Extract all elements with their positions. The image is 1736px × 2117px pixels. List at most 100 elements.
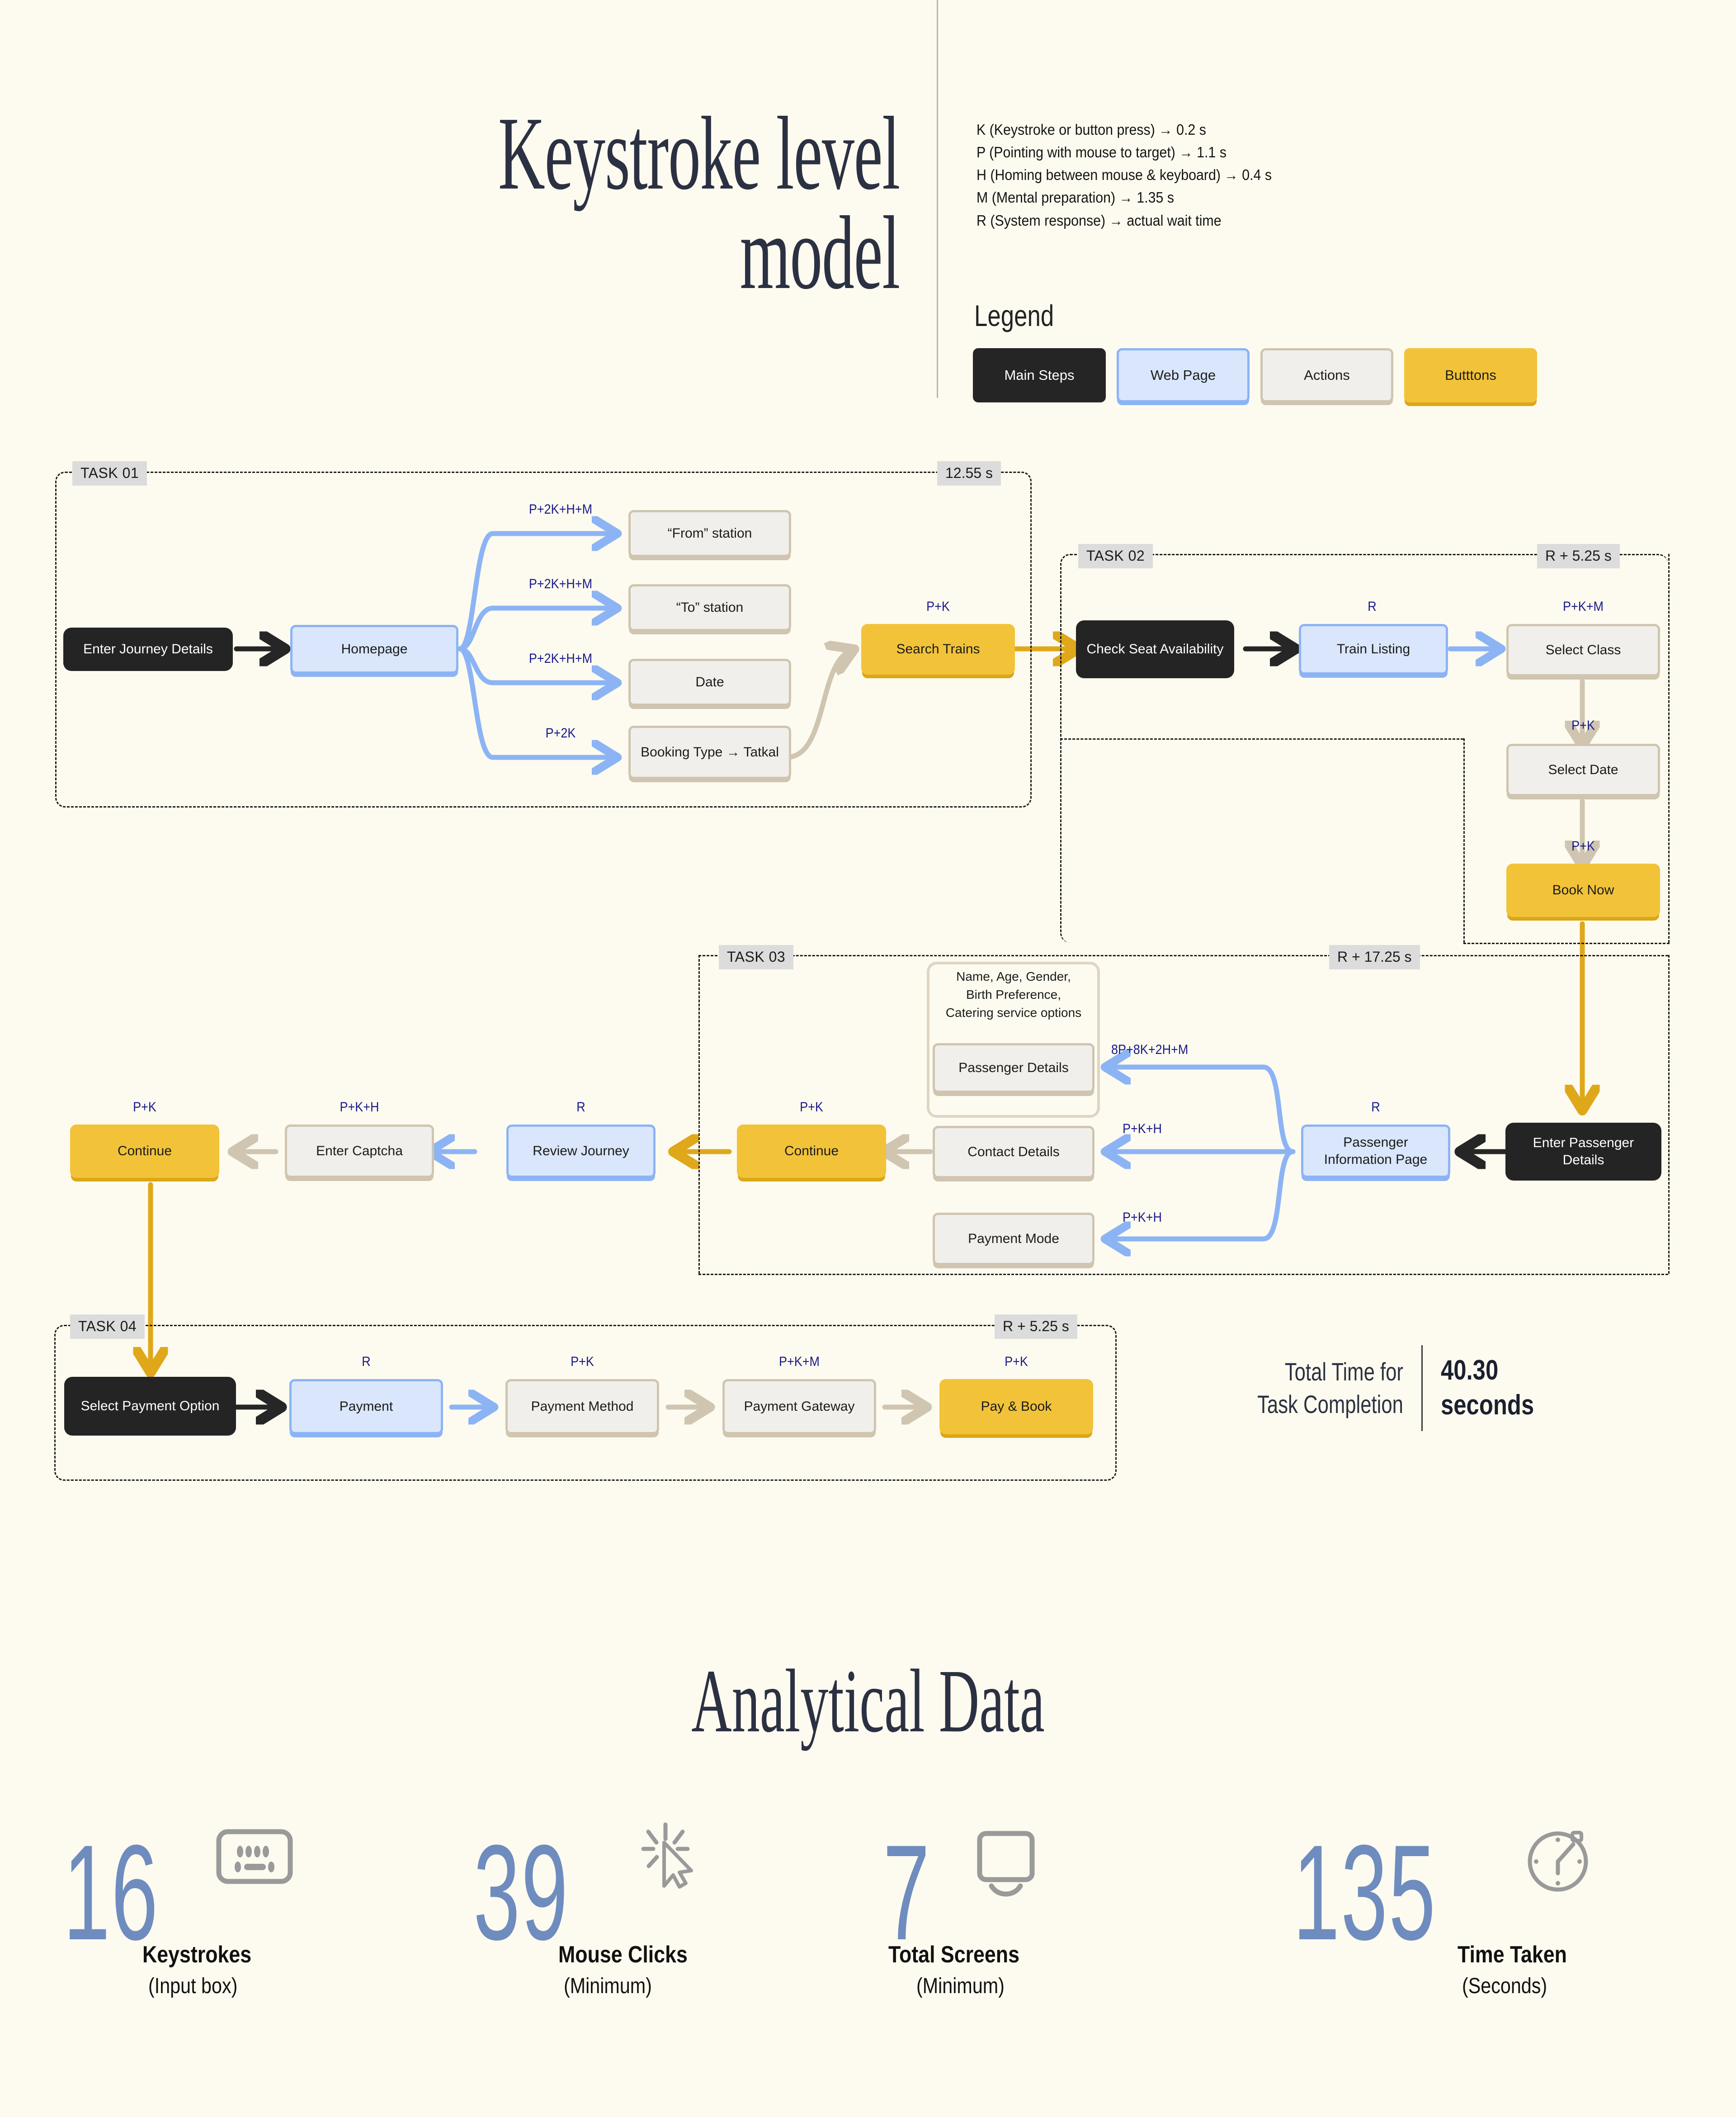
legend-item-buttons: Butttons	[1404, 348, 1537, 402]
stat-mouse-clicks-number: 39	[473, 1816, 569, 1968]
node-booking-type[interactable]: Booking Type → Tatkal	[628, 726, 791, 779]
op-label-booking-type: P+2K	[545, 726, 576, 741]
node-check-seat-availability[interactable]: Check Seat Availability	[1076, 620, 1234, 678]
node-payment-mode[interactable]: Payment Mode	[933, 1213, 1094, 1265]
stat-total-screens-label: Total Screens	[888, 1942, 1020, 1968]
total-time-value: 40.30 seconds	[1440, 1355, 1534, 1421]
op-label-review-journey: R	[576, 1100, 585, 1115]
operator-def-k: K (Keystroke or button press) → 0.2 s	[976, 121, 1206, 138]
analytical-stats: 16 Keystrokes (Input box) 39	[63, 1816, 1673, 2019]
task-03-time: R + 17.25 s	[1329, 945, 1420, 969]
legend-item-web-page: Web Page	[1117, 348, 1250, 402]
task-02-container-step	[1463, 738, 1465, 943]
node-contact-details[interactable]: Contact Details	[933, 1126, 1094, 1178]
op-label-payment-method: P+K	[571, 1354, 594, 1369]
task-02-container-bottom2	[1463, 943, 1670, 944]
node-pay-and-book[interactable]: Pay & Book	[939, 1379, 1093, 1434]
node-continue-left[interactable]: Continue	[70, 1125, 219, 1178]
task-02-container-edge-right	[1668, 554, 1670, 943]
op-label-continue-mid: P+K	[800, 1100, 823, 1115]
op-label-contact-details: P+K+H	[1123, 1121, 1162, 1136]
stat-total-screens-sub: (Minimum)	[916, 1974, 1005, 1998]
task-04-time: R + 5.25 s	[995, 1314, 1077, 1339]
node-review-journey[interactable]: Review Journey	[506, 1125, 656, 1178]
stat-time-taken-number: 135	[1293, 1816, 1437, 1968]
stat-keystrokes-sub: (Input box)	[148, 1974, 238, 1998]
node-passenger-information-page[interactable]: Passenger Information Page	[1301, 1125, 1450, 1178]
node-train-listing[interactable]: Train Listing	[1299, 624, 1448, 675]
operator-def-p: P (Pointing with mouse to target) → 1.1 …	[976, 144, 1227, 161]
task-01-container	[55, 472, 1032, 808]
op-label-from-station: P+2K+H+M	[528, 502, 593, 517]
op-label-search-trains: P+K	[926, 599, 950, 614]
op-label-date: P+2K+H+M	[528, 651, 593, 666]
node-payment-method[interactable]: Payment Method	[505, 1379, 659, 1434]
node-homepage[interactable]: Homepage	[290, 625, 458, 674]
legend-item-actions: Actions	[1260, 348, 1393, 402]
task-02-container-edge-bottom	[1060, 738, 1463, 740]
op-label-continue-left: P+K	[133, 1100, 156, 1115]
op-label-train-listing: R	[1368, 599, 1377, 614]
task-03-container-right	[1668, 955, 1670, 1274]
op-label-passenger-details: 8P+8K+2H+M	[1111, 1042, 1189, 1057]
node-from-station[interactable]: “From” station	[628, 510, 791, 557]
task-04-tag: TASK 04	[70, 1314, 145, 1339]
stat-total-screens-number: 7	[883, 1816, 931, 1968]
stat-time-taken: 135 Time Taken (Seconds)	[1293, 1824, 1673, 2019]
op-label-payment-gateway: P+K+M	[778, 1354, 820, 1369]
stat-mouse-clicks-label: Mouse Clicks	[558, 1942, 688, 1968]
op-label-payment-mode: P+K+H	[1123, 1210, 1162, 1225]
task-03-container-left	[698, 955, 700, 1274]
stat-total-screens: 7 Total Screens (Minimum)	[883, 1824, 1263, 2019]
cursor-click-icon	[632, 1819, 699, 1894]
task-02-time: R + 5.25 s	[1537, 544, 1620, 568]
op-label-payment: R	[362, 1354, 371, 1369]
node-book-now[interactable]: Book Now	[1506, 864, 1660, 917]
operator-def-r: R (System response) → actual wait time	[976, 212, 1222, 229]
task-02-container	[1060, 554, 1668, 943]
legend: Main Steps Web Page Actions Butttons	[973, 348, 1537, 402]
passenger-details-note: Name, Age, Gender, Birth Preference, Cat…	[945, 969, 1082, 1020]
node-select-payment-option[interactable]: Select Payment Option	[64, 1377, 236, 1436]
stat-mouse-clicks-sub: (Minimum)	[563, 1974, 652, 1998]
node-search-trains[interactable]: Search Trains	[861, 624, 1015, 675]
total-time-divider	[1421, 1345, 1423, 1431]
node-select-class[interactable]: Select Class	[1506, 624, 1660, 676]
node-enter-captcha[interactable]: Enter Captcha	[285, 1125, 434, 1178]
stat-keystrokes-label: Keystrokes	[142, 1942, 252, 1968]
node-enter-passenger-details[interactable]: Enter Passenger Details	[1505, 1123, 1661, 1181]
stat-mouse-clicks: 39 Mouse Clicks (Minimum)	[473, 1816, 853, 2019]
task-03-container-top	[698, 955, 1668, 956]
op-label-pay-and-book: P+K	[1005, 1354, 1028, 1369]
stat-keystrokes: 16 Keystrokes (Input box)	[63, 1824, 443, 2019]
header-divider	[937, 0, 938, 398]
op-label-passenger-information-page: R	[1371, 1100, 1380, 1115]
task-02-tag: TASK 02	[1078, 544, 1153, 568]
op-label-book-now: P+K	[1571, 839, 1595, 854]
monitor-icon	[970, 1831, 1042, 1901]
node-enter-journey-details[interactable]: Enter Journey Details	[63, 628, 233, 671]
op-label-enter-captcha: P+K+H	[340, 1100, 379, 1115]
operator-def-m: M (Mental preparation) → 1.35 s	[976, 189, 1175, 206]
node-to-station[interactable]: “To” station	[628, 584, 791, 631]
legend-item-main-steps: Main Steps	[973, 348, 1106, 402]
task-01-tag: TASK 01	[72, 461, 147, 486]
op-label-select-date: P+K	[1571, 718, 1595, 733]
node-payment[interactable]: Payment	[289, 1379, 443, 1434]
node-continue-mid[interactable]: Continue	[737, 1125, 886, 1178]
total-time-label: Total Time for Task Completion	[1257, 1357, 1403, 1418]
page-title: Keystroke level model	[498, 95, 900, 312]
op-label-select-class: P+K+M	[1562, 599, 1604, 614]
op-label-to-station: P+2K+H+M	[528, 577, 593, 591]
stopwatch-icon	[1523, 1823, 1595, 1897]
node-date[interactable]: Date	[628, 659, 791, 706]
analytical-data-title: Analytical Data	[691, 1651, 1045, 1751]
node-payment-gateway[interactable]: Payment Gateway	[722, 1379, 876, 1434]
task-03-tag: TASK 03	[719, 945, 794, 969]
total-time-panel: Total Time for Task Completion 40.30 sec…	[1216, 1345, 1555, 1431]
node-passenger-details[interactable]: Passenger Details	[933, 1043, 1094, 1093]
node-select-date[interactable]: Select Date	[1506, 744, 1660, 796]
task-03-container-bottom	[698, 1274, 1668, 1275]
operator-def-h: H (Homing between mouse & keyboard) → 0.…	[976, 166, 1272, 184]
